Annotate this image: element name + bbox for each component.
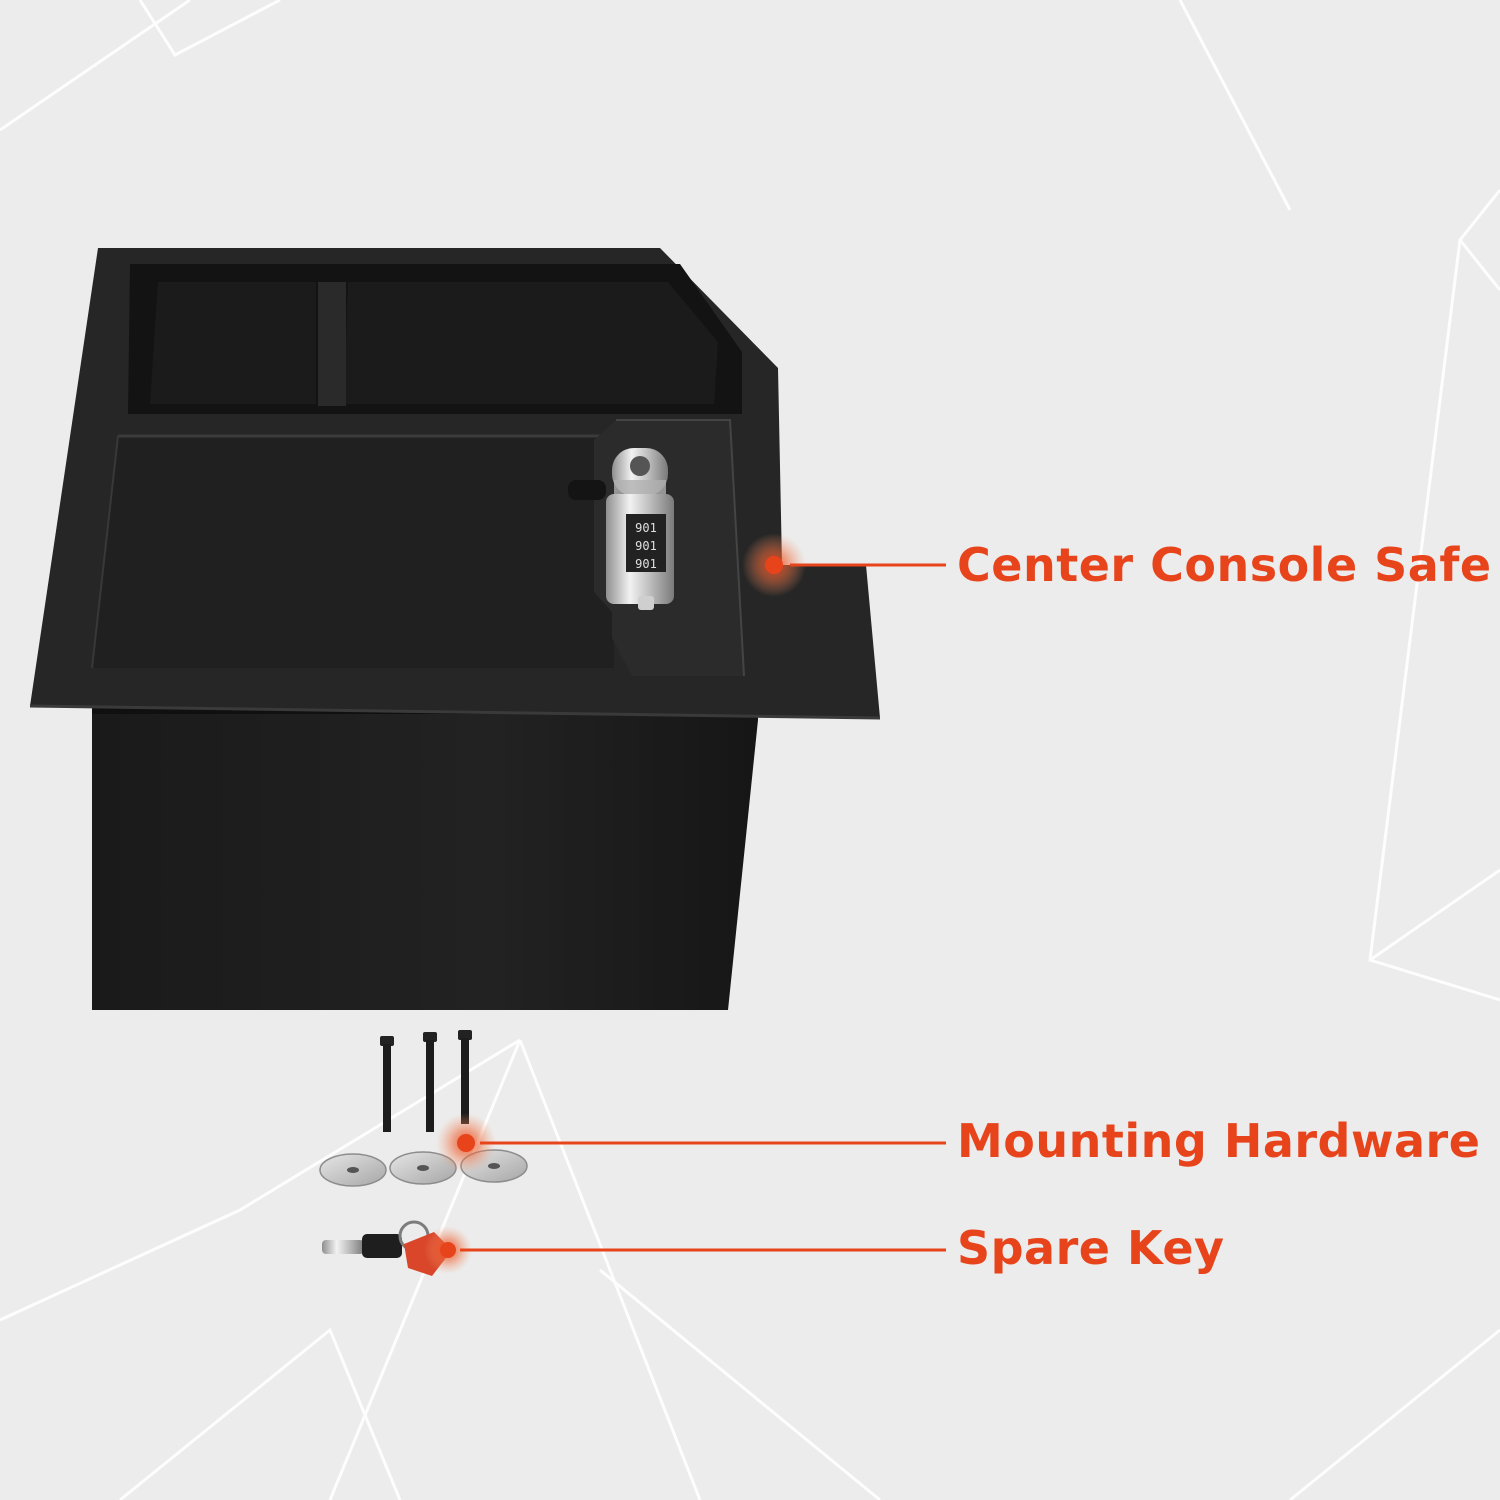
mounting-hardware (319, 1030, 528, 1187)
safe-flange-edge (29, 704, 881, 720)
tray-divider (318, 282, 346, 406)
callout-safe-pointer (742, 533, 946, 597)
callout-label-spare-key: Spare Key (957, 1221, 1225, 1275)
lock-dial-2: 901 (635, 539, 657, 553)
lock-release-button (638, 596, 654, 610)
lock-dial-3: 901 (635, 557, 657, 571)
lock-dial-window (626, 514, 666, 572)
combination-lock: 901 901 901 (606, 448, 674, 610)
lock-plate-edge (616, 419, 745, 677)
callout-hardware-pointer (436, 1113, 946, 1173)
washer (319, 1153, 387, 1187)
safe-body (92, 700, 758, 1010)
lock-dial-1: 901 (635, 521, 657, 535)
lock-cylinder-ridges (614, 480, 666, 496)
callout-key-pointer (424, 1226, 946, 1274)
callout-hardware-dot (457, 1134, 475, 1152)
callout-safe-dot (765, 556, 783, 574)
latch-tab (568, 480, 606, 500)
key-head (362, 1234, 402, 1258)
console-safe: 901 901 901 (29, 248, 881, 1010)
key-blade (322, 1240, 364, 1254)
keyhole-icon (630, 456, 650, 476)
callout-label-center-console-safe: Center Console Safe (957, 538, 1492, 592)
lid-left-edge (91, 435, 119, 669)
tray-compartment-left (150, 282, 316, 404)
safe-lid (92, 436, 614, 668)
bolt (423, 1032, 437, 1132)
callout-key-dot (440, 1242, 456, 1258)
bolt (380, 1036, 394, 1132)
bolt (458, 1030, 472, 1124)
tray-compartment-right (344, 282, 718, 404)
callout-label-mounting-hardware: Mounting Hardware (957, 1114, 1481, 1168)
